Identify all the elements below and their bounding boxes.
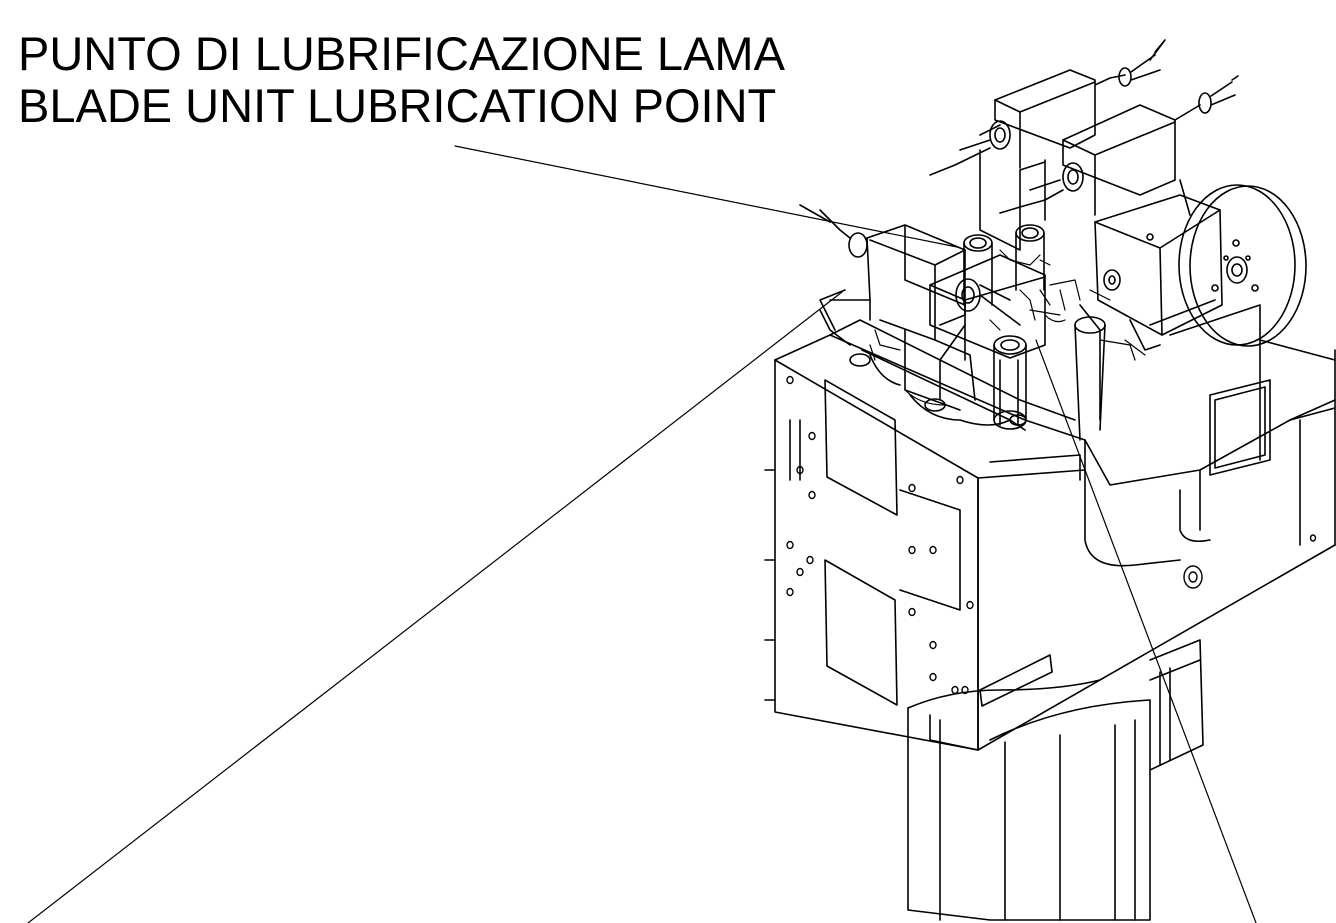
leader-line-right — [1035, 339, 1257, 923]
leader-line-left — [27, 291, 843, 923]
main-housing — [764, 334, 1336, 751]
actuator-front-center — [904, 254, 1046, 411]
pulley-wheel — [1178, 184, 1307, 347]
shafts — [963, 224, 1106, 441]
right-block — [1079, 194, 1261, 421]
callout-label: PUNTO DI LUBRIFICAZIONE LAMA BLADE UNIT … — [18, 28, 785, 132]
callout-label-italian: PUNTO DI LUBRIFICAZIONE LAMA — [18, 27, 785, 80]
actuator-back-right — [999, 75, 1239, 216]
actuator-front-left — [799, 204, 966, 346]
hardware-details — [869, 249, 1146, 406]
actuator-back-left — [929, 39, 1166, 251]
leader-lines — [27, 145, 1257, 923]
motor-column — [907, 639, 1204, 921]
leader-line-top — [454, 145, 958, 248]
callout-label-english: BLADE UNIT LUBRICATION POINT — [18, 79, 777, 132]
box-holes — [786, 375, 1317, 695]
